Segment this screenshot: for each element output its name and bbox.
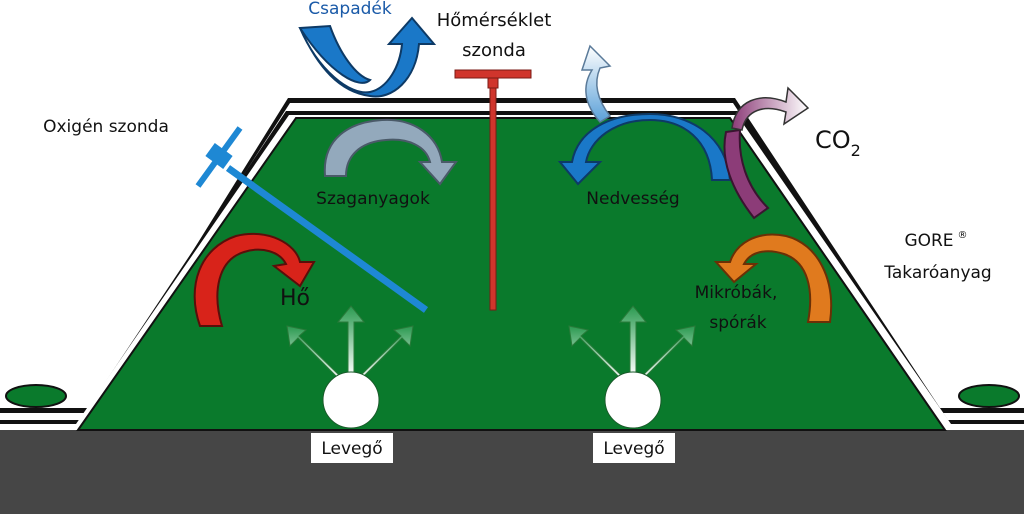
precipitation-arrow-icon bbox=[298, 16, 437, 98]
ho-label: Hő bbox=[280, 286, 310, 311]
levego-left-label: Levegő bbox=[321, 439, 382, 459]
gore-text: GORE bbox=[904, 231, 953, 251]
nedvesseg-label: Nedvesség bbox=[586, 189, 679, 209]
temperature-probe bbox=[454, 69, 532, 311]
odour-arrow-icon bbox=[323, 118, 458, 186]
air-inlet-left bbox=[286, 305, 414, 429]
levego-left-box bbox=[311, 433, 393, 463]
gore-label-line1: GORE ® bbox=[904, 230, 967, 251]
oxigen-label: Oxigén szonda bbox=[43, 117, 169, 137]
heat-arrow-icon bbox=[193, 232, 316, 327]
microbes-arrow-icon bbox=[713, 233, 833, 323]
left-weight bbox=[5, 384, 67, 408]
mikrobak-label-line2: spórák bbox=[709, 313, 766, 333]
co2-main: CO bbox=[815, 126, 851, 154]
levego-right-box bbox=[593, 433, 675, 463]
csapadek-label: Csapadék bbox=[308, 0, 392, 19]
szaganyagok-label: Szaganyagok bbox=[316, 189, 430, 209]
vapour-arrow-icon bbox=[580, 44, 612, 123]
homerseklet-label-line2: szonda bbox=[462, 40, 526, 61]
mikrobak-label-line1: Mikróbák, bbox=[695, 283, 778, 303]
right-weight bbox=[958, 384, 1020, 408]
ground-base bbox=[0, 430, 1024, 514]
co2-release-arrow-icon bbox=[731, 86, 810, 131]
gore-label-line2: Takaróanyag bbox=[883, 263, 991, 283]
co2-label: CO2 bbox=[815, 126, 861, 160]
gore-registered-mark: ® bbox=[958, 230, 968, 241]
homerseklet-label-line1: Hőmérséklet bbox=[437, 10, 552, 31]
moisture-arrow-icon bbox=[557, 112, 732, 186]
co2-sub: 2 bbox=[851, 141, 861, 160]
compost-pile bbox=[76, 117, 947, 431]
oxygen-probe bbox=[195, 126, 429, 313]
levego-right-label: Levegő bbox=[603, 439, 664, 459]
air-inlet-right bbox=[568, 305, 696, 429]
